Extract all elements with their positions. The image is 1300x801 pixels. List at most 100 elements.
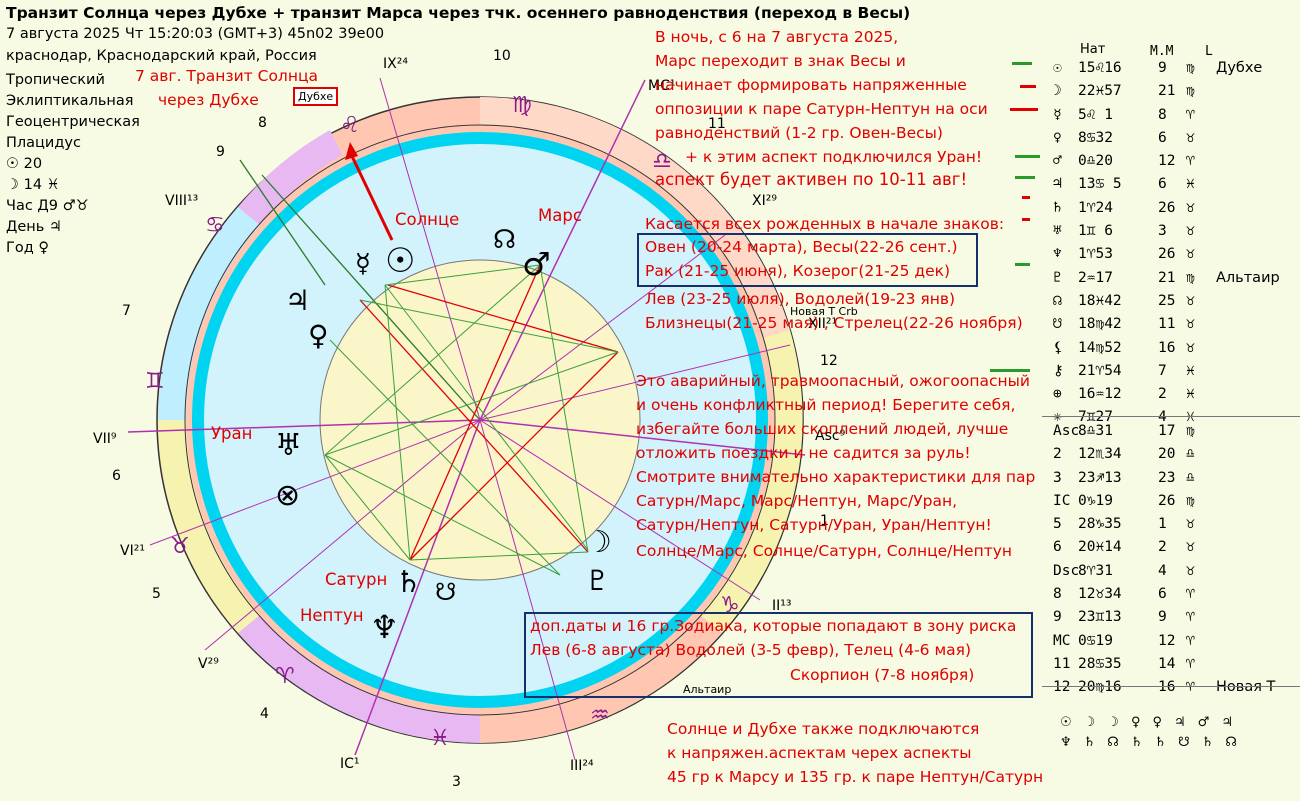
extra-dates-box (524, 612, 1033, 698)
cusp-symbol: 11 (1053, 655, 1071, 672)
planet-minute: 4 (1158, 409, 1167, 426)
setting-year: Год ♀ (6, 240, 49, 256)
aspect-opp-1 (387, 284, 619, 353)
house-5-number: 5 (152, 586, 161, 602)
planet-lord: ♉ (1186, 316, 1195, 333)
chart-title: Транзит Солнца через Дубхе + транзит Мар… (6, 4, 911, 22)
cusp-symbol: 2 (1053, 446, 1062, 463)
bottom-note-1: Солнце и Дубхе также подключаются (667, 720, 980, 738)
house-3-number: 3 (452, 774, 461, 790)
warning-line-4: отложить поездки и не садится за руль! (636, 444, 971, 462)
house-5-cusp-label: V²⁹ (198, 656, 219, 672)
sun-transit-note: 7 авг. Транзит Солнца (135, 67, 319, 85)
mc-axis-line (479, 79, 646, 421)
planet-symbol: ⊕ (1053, 386, 1062, 403)
sign-pisces-icon: ♓ (430, 726, 450, 751)
aspect-marker-green (1015, 155, 1040, 158)
house-cusp-9 (379, 77, 481, 421)
zodiac-inner-border (184, 124, 776, 716)
planet-lord: ♉ (1186, 246, 1195, 263)
sign-capricorn-icon: ♑ (720, 593, 740, 618)
aspect-harm-5 (409, 551, 589, 561)
cusp-symbol: 3 (1053, 469, 1062, 486)
mars-note-line-3: начинает формировать напряженные (655, 76, 967, 94)
aspect-harm-7 (539, 264, 589, 553)
cusp-position: 20♓14 (1078, 539, 1122, 556)
neptune-label: Нептун (300, 606, 364, 625)
planet-symbol: ♃ (1053, 176, 1062, 193)
mars-icon: ♂ (522, 245, 551, 283)
setting-hour: Час Д9 ♂♉ (6, 198, 89, 214)
planet-minute: 9 (1158, 60, 1167, 76)
planet-symbol: ⚸ (1053, 339, 1064, 356)
cusp-lord: ♈ (1186, 632, 1195, 649)
cusp-symbol: Dsc (1053, 562, 1080, 579)
house-cusp-5 (204, 419, 481, 651)
house-12-number: 12 (820, 353, 838, 369)
extra-line-1: доп.даты и 16 гр.Зодиака, которые попада… (530, 617, 1017, 635)
sign-gemini-icon: ♊ (145, 369, 165, 394)
zodiac-sector-water (238, 615, 480, 743)
cusp-position: 0♑19 (1078, 492, 1113, 509)
aspect-harm-3 (324, 351, 619, 456)
planet-minute: 25 (1158, 292, 1176, 309)
cusp-minute: 1 (1158, 516, 1167, 533)
cusp-minute: 9 (1158, 609, 1167, 626)
aspect-marker-red (1020, 85, 1036, 88)
planet-position: 13♋ 5 (1078, 176, 1122, 193)
cusp-symbol: 6 (1053, 539, 1062, 556)
sign-taurus-icon: ♉ (170, 534, 190, 559)
warning-line-8: Солнце/Марс, Солнце/Сатурн, Солнце/Непту… (636, 542, 1013, 560)
cusp-position: 28♑35 (1078, 516, 1122, 533)
cusp-minute: 2 (1158, 539, 1167, 556)
cusp-lord: ♈ (1186, 609, 1195, 626)
house-6-cusp-label: VI²¹ (120, 543, 145, 559)
cusp-position: 23♐13 (1078, 469, 1122, 486)
planet-symbol: ♅ (1053, 223, 1062, 240)
planet-lord: ♉ (1186, 339, 1195, 356)
asc-label: Asc⁹ (815, 428, 846, 444)
planet-position: 8♋32 (1078, 129, 1113, 146)
uranus-label: Уран (211, 424, 253, 443)
planet-minute: 6 (1158, 129, 1167, 146)
mars-note-line-7: аспект будет активен по 10-11 авг! (655, 170, 968, 189)
setting-day: День ♃ (6, 219, 62, 235)
mars-label: Марс (538, 206, 582, 225)
setting-zodiac: Тропический (6, 72, 105, 88)
sign-virgo-icon: ♍ (512, 93, 532, 118)
extra-line-3: Скорпион (7-8 ноября) (790, 666, 975, 684)
planet-position: 1♊ 6 (1078, 223, 1113, 240)
planet-lord: ♓ (1186, 176, 1195, 193)
planet-symbol: ☋ (1053, 316, 1062, 333)
sign-libra-icon: ♎ (652, 149, 672, 174)
saturn-icon: ♄ (395, 565, 422, 600)
cusp-lord: ♎ (1186, 446, 1195, 463)
house-cusp-12 (479, 344, 791, 421)
cusp-symbol: MC (1053, 632, 1071, 649)
sign-cancer-icon: ♋ (205, 213, 225, 238)
aspect-marker-red (1022, 196, 1030, 199)
house-2-cusp-label: II¹³ (772, 598, 791, 614)
house-4-number: 4 (260, 706, 269, 722)
zodiac-sector-water-2 (238, 130, 342, 225)
house-cusp-2 (479, 419, 761, 601)
house-10-number: 10 (493, 48, 511, 64)
planet-position: 18♍42 (1078, 316, 1122, 333)
aspect-opp-3 (409, 264, 541, 561)
mercury-icon: ☿ (355, 249, 371, 279)
sun-pointer-arrow (348, 151, 394, 241)
cusp-lord: ♉ (1186, 562, 1195, 579)
aspect-grid-row-1: ☉☽☽♀♀♃♂♃ (1060, 715, 1245, 730)
aspect-harm-1 (384, 284, 589, 551)
cusp-lord: ♈ (1186, 655, 1195, 672)
